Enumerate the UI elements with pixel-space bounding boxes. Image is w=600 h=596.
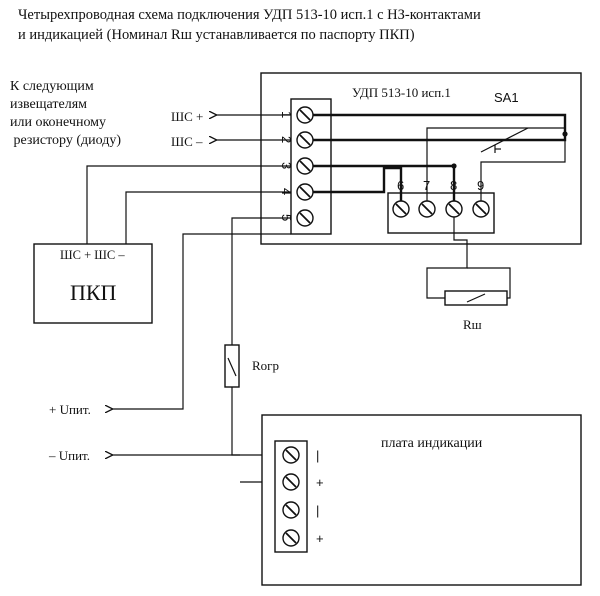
device-name: УДП 513-10 исп.1 <box>352 85 451 100</box>
power-plus-wire <box>112 233 291 409</box>
board-terminal-screw-4 <box>282 529 300 547</box>
wire-pkp-minus <box>125 191 291 244</box>
loop-minus-label: ШС – <box>171 134 203 149</box>
indication-board <box>261 414 582 586</box>
caption-line-1: Четырехпроводная схема подключения УДП 5… <box>18 7 481 23</box>
board-terminal-mark-3: | <box>316 503 319 518</box>
switch-label: SA1 <box>494 90 519 105</box>
limiting-resistor-label: Rогр <box>252 358 279 373</box>
junction-dot <box>562 131 568 137</box>
indication-board-title: плата индикации <box>381 436 483 451</box>
terminal-screw-2 <box>296 131 314 149</box>
board-terminal-mark-1: | <box>316 448 319 463</box>
terminal-screw-7 <box>418 200 436 218</box>
diagram-caption: Четырехпроводная схема подключения УДП 5… <box>18 5 481 45</box>
note-line-1: К следующим <box>10 79 94 94</box>
shunt-resistor-label: Rш <box>463 317 482 332</box>
terminal-screw-8 <box>445 200 463 218</box>
terminal-screw-9 <box>472 200 490 218</box>
board-terminal-screw-3 <box>282 501 300 519</box>
control-panel-name: ПКП <box>70 280 117 305</box>
board-terminal-screw-2 <box>282 473 300 491</box>
note-line-3: или оконечному <box>10 115 106 130</box>
terminal-screw-6 <box>392 200 410 218</box>
note-line-4: резистору (диоду) <box>10 133 121 148</box>
terminal-screw-1 <box>296 106 314 124</box>
control-panel-terminals: ШС + ШС – <box>60 248 125 262</box>
loop-plus-label: ШС + <box>171 109 203 124</box>
control-panel-box <box>33 243 153 324</box>
terminal-screw-4 <box>296 183 314 201</box>
board-terminal-mark-2: + <box>316 475 324 490</box>
terminal-screw-3 <box>296 157 314 175</box>
power-plus-label: + Uпит. <box>49 402 91 417</box>
board-terminal-screw-1 <box>282 446 300 464</box>
switch-sa1 <box>426 127 566 201</box>
shunt-resistor <box>426 217 511 306</box>
note-line-2: извещателям <box>10 97 87 112</box>
board-terminal-mark-4: + <box>316 531 324 546</box>
power-minus-label: – Uпит. <box>48 448 90 463</box>
limiting-resistor <box>224 344 240 388</box>
wire-pkp-plus <box>86 165 291 244</box>
wire-terminal-5 <box>231 217 291 345</box>
caption-line-2: и индикацией (Номинал Rш устанавливается… <box>18 27 415 43</box>
terminal-screw-5 <box>296 209 314 227</box>
junction-dot <box>451 163 457 169</box>
